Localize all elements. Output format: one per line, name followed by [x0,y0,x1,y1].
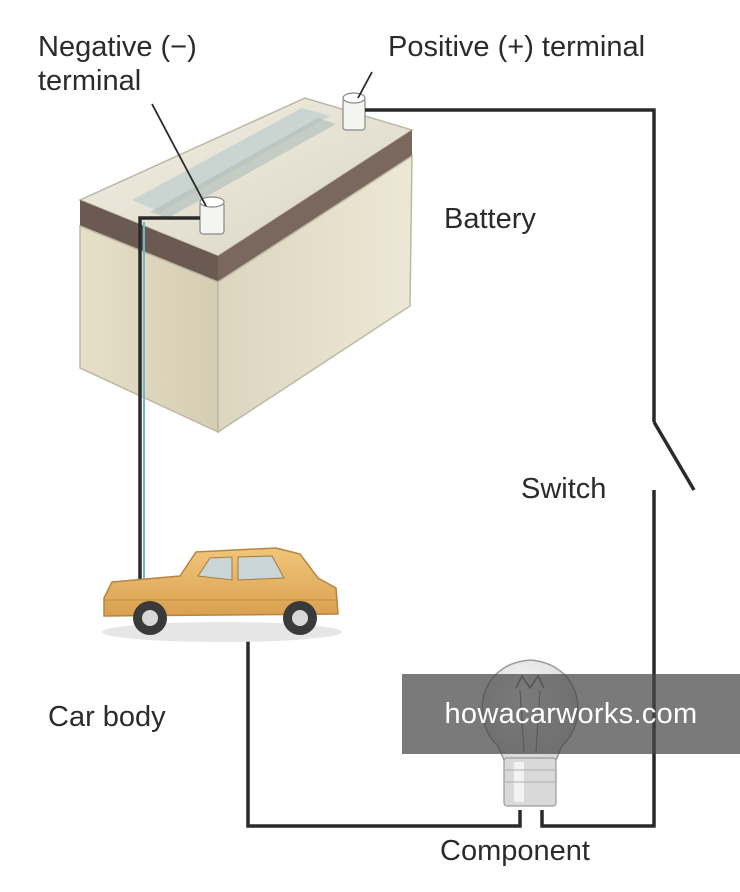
car-body-label: Car body [48,701,166,733]
positive-terminal-label: Positive (+) terminal [388,31,646,63]
hatchback-car-icon [102,547,342,642]
open-switch-icon [652,421,696,491]
positive-wire [365,108,656,422]
positive-leader-line [357,71,373,99]
negative-leader-line [151,103,207,207]
switch-to-component-wire [540,490,656,828]
battery-label: Battery [444,203,536,235]
component-label: Component [440,835,590,867]
watermark-banner: howacarworks.com [402,674,740,754]
watermark-text: howacarworks.com [444,697,698,730]
ground-wire [138,216,200,590]
negative-terminal-icon [199,196,225,235]
switch-label: Switch [521,473,607,505]
positive-terminal-icon [342,92,366,131]
car-battery-icon [78,97,414,434]
negative-terminal-label: Negative (−) [38,31,197,63]
car-to-component-wire [246,624,522,828]
negative-terminal-label-line2: terminal [38,65,142,97]
